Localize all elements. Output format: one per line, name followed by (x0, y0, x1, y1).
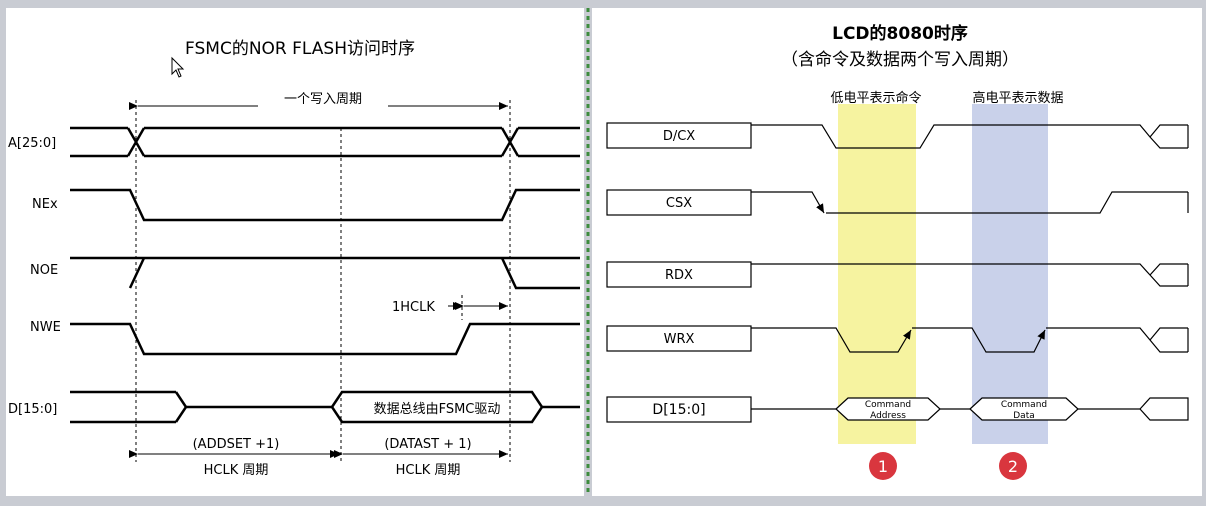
waveform-nwe (70, 322, 580, 356)
addset-label: (ADDSET +1) (193, 437, 280, 452)
waveform-data-right (751, 397, 1189, 421)
signal-label-data-right: D[15:0] (652, 402, 705, 418)
signal-label-nwe: NWE (30, 320, 61, 335)
datast-unit: HCLK 周期 (396, 463, 461, 478)
write-cycle-label: 一个写入周期 (284, 92, 362, 107)
waveform-csx (751, 191, 1189, 214)
waveform-data-left (70, 390, 580, 424)
marker-2-circle (999, 452, 1027, 480)
command-line1: Command (865, 400, 911, 410)
mouse-cursor-icon (171, 56, 185, 78)
marker-2-label: 2 (1008, 457, 1018, 476)
data-highlight-band (972, 104, 1048, 444)
left-title: FSMC的NOR FLASH访问时序 (185, 39, 415, 59)
right-title-line1: LCD的8080时序 (832, 23, 968, 44)
waveform-nex (70, 188, 580, 222)
high-level-label: 高电平表示数据 (972, 90, 1063, 106)
data-line2: Data (1013, 411, 1035, 421)
right-title-line2: （含命令及数据两个写入周期） (781, 50, 1019, 70)
signal-label-address: A[25:0] (8, 136, 56, 151)
hclk-label: 1HCLK (392, 300, 435, 315)
waveform-noe (70, 256, 580, 290)
signal-label-noe: NOE (30, 263, 58, 278)
waveform-wrx (751, 327, 1189, 353)
right-signal-boxes (606, 122, 752, 423)
signal-label-rdx: RDX (665, 268, 693, 283)
marker-1-label: 1 (878, 457, 888, 476)
addset-unit: HCLK 周期 (204, 463, 269, 478)
signal-label-nex: NEx (32, 197, 58, 212)
waveform-dcx (751, 124, 1189, 149)
command-highlight-band (838, 104, 916, 444)
marker-1-circle (869, 452, 897, 480)
datast-label: (DATAST + 1) (384, 437, 471, 452)
command-line2: Address (870, 411, 906, 421)
signal-label-dcx: D/CX (663, 129, 695, 144)
signal-label-data: D[15:0] (8, 402, 57, 417)
waveform-address (70, 126, 580, 158)
signal-label-csx: CSX (666, 196, 692, 211)
low-level-label: 低电平表示命令 (830, 90, 921, 106)
data-bus-label: 数据总线由FSMC驱动 (374, 402, 501, 417)
waveform-rdx (751, 263, 1189, 287)
signal-label-wrx: WRX (664, 332, 695, 347)
data-line1: Command (1001, 400, 1047, 410)
